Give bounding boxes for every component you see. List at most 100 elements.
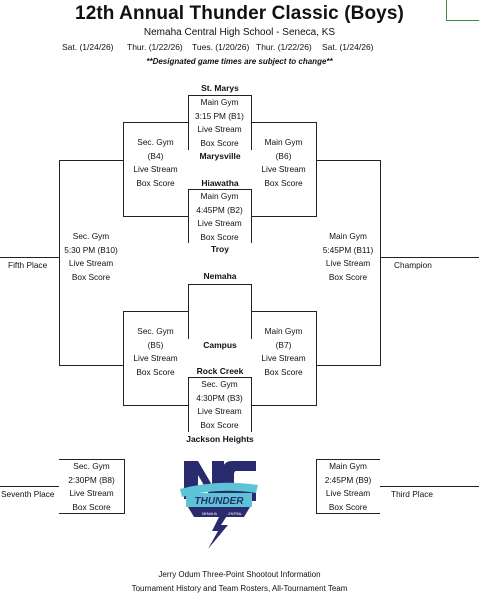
game-b11-live-stream-link[interactable]: Live Stream xyxy=(325,258,371,268)
bracket-line xyxy=(251,216,316,217)
bracket-line xyxy=(251,377,252,432)
nc-thunder-logo-icon: THUNDER NEMAHA CENTRAL xyxy=(178,455,260,550)
game-b11-gym: Main Gym xyxy=(329,231,367,241)
bracket-line xyxy=(251,311,316,312)
game-b9-time: 2:45PM (B9) xyxy=(324,474,372,485)
bracket-line xyxy=(380,486,479,487)
schedule-notice: **Designated game times are subject to c… xyxy=(146,57,333,66)
game-b4-box-score-link[interactable]: Box Score xyxy=(136,177,175,188)
bracket-line xyxy=(380,257,479,258)
game-b8-live-stream-link[interactable]: Live Stream xyxy=(69,488,114,498)
game-b10-gym: Sec. Gym xyxy=(72,231,110,241)
game-b10-box-score-link[interactable]: Box Score xyxy=(71,271,111,282)
bracket-line xyxy=(188,189,189,243)
bracket-line xyxy=(316,365,380,366)
game-b5-live-stream-link[interactable]: Live Stream xyxy=(133,353,178,363)
game-b7-live-stream-link[interactable]: Live Stream xyxy=(261,353,306,363)
game-b3-gym: Sec. Gym xyxy=(201,379,238,389)
game-b6: Main Gym (B6) Live Stream Box Score xyxy=(251,136,316,190)
game-b6-box-score-link[interactable]: Box Score xyxy=(264,177,303,188)
game-b2-live-stream-link[interactable]: Live Stream xyxy=(197,218,242,228)
bracket-line xyxy=(188,95,189,150)
game-b4-live-stream-link[interactable]: Live Stream xyxy=(133,164,178,174)
game-b7-gym: Main Gym xyxy=(264,326,303,336)
game-b5: Sec. Gym (B5) Live Stream Box Score xyxy=(123,325,188,379)
bracket-line xyxy=(123,216,188,217)
game-b10: Sec. Gym 5:30 PM (B10) Live Stream Box S… xyxy=(59,230,123,284)
game-b7-time: (B7) xyxy=(275,339,292,350)
team-nemaha: Nemaha xyxy=(203,271,237,281)
game-b2-time: 4:45PM (B2) xyxy=(196,204,243,215)
bracket-line xyxy=(59,160,60,366)
page-title: 12th Annual Thunder Classic (Boys) xyxy=(75,3,404,24)
game-b2-box-score-link[interactable]: Box Score xyxy=(200,231,239,242)
game-b9-live-stream-link[interactable]: Live Stream xyxy=(325,488,371,498)
game-b3-live-stream-link[interactable]: Live Stream xyxy=(197,406,242,416)
game-b3-time: 4:30PM (B3) xyxy=(196,392,243,403)
page-subtitle: Nemaha Central High School - Seneca, KS xyxy=(143,27,336,38)
bracket-line xyxy=(0,486,59,487)
bracket-line xyxy=(188,189,251,190)
game-b10-live-stream-link[interactable]: Live Stream xyxy=(68,258,114,268)
bracket-line xyxy=(123,122,124,217)
game-b1: Main Gym 3:15 PM (B1) Live Stream Box Sc… xyxy=(188,96,251,150)
label-seventh-place: Seventh Place xyxy=(1,489,55,499)
bracket-line xyxy=(380,160,381,366)
logo-wordmark: THUNDER xyxy=(195,496,245,507)
game-b6-gym: Main Gym xyxy=(264,137,303,147)
bracket-line xyxy=(251,122,316,123)
date-2: Thur. (1/22/26) xyxy=(127,42,183,52)
bracket-line xyxy=(316,160,380,161)
bracket-line xyxy=(124,459,125,514)
tournament-history-link[interactable]: Tournament History and Team Rosters, All… xyxy=(131,584,348,593)
bracket-line xyxy=(316,459,380,460)
bracket-line xyxy=(0,257,59,258)
game-b8-gym: Sec. Gym xyxy=(73,461,110,471)
team-jackson-heights: Jackson Heights xyxy=(186,434,254,444)
bracket-line xyxy=(59,160,123,161)
game-b11: Main Gym 5:45PM (B11) Live Stream Box Sc… xyxy=(316,230,380,284)
date-3: Tues. (1/20/26) xyxy=(192,42,250,52)
bracket-line xyxy=(59,513,124,514)
game-b8-box-score-link[interactable]: Box Score xyxy=(72,501,111,512)
game-b4-gym: Sec. Gym xyxy=(137,137,174,147)
game-b6-time: (B6) xyxy=(275,150,292,161)
label-fifth-place: Fifth Place xyxy=(8,260,48,270)
bracket-line xyxy=(123,122,188,123)
bracket-line xyxy=(188,377,189,432)
team-campus: Campus xyxy=(203,340,237,350)
game-b2-gym: Main Gym xyxy=(200,191,239,201)
bracket-line xyxy=(316,513,380,514)
bracket-line xyxy=(188,284,189,339)
bracket-line xyxy=(59,365,123,366)
game-b5-gym: Sec. Gym xyxy=(137,326,174,336)
logo-left-text: NEMAHA xyxy=(202,512,218,516)
game-b5-box-score-link[interactable]: Box Score xyxy=(136,366,175,377)
game-b10-time: 5:30 PM (B10) xyxy=(64,244,118,255)
team-troy: Troy xyxy=(211,244,229,254)
game-b5-time: (B5) xyxy=(147,339,164,350)
three-point-shootout-link[interactable]: Jerry Odum Three-Point Shootout Informat… xyxy=(158,570,321,579)
game-b3: Sec. Gym 4:30PM (B3) Live Stream Box Sco… xyxy=(188,378,251,432)
team-marysville: Marysville xyxy=(199,151,241,161)
game-b11-box-score-link[interactable]: Box Score xyxy=(328,271,368,282)
date-5: Sat. (1/24/26) xyxy=(322,42,374,52)
game-b1-gym: Main Gym xyxy=(200,97,239,107)
label-champion: Champion xyxy=(394,260,432,270)
game-b1-live-stream-link[interactable]: Live Stream xyxy=(197,124,242,134)
game-b3-box-score-link[interactable]: Box Score xyxy=(200,419,239,430)
team-rock-creek: Rock Creek xyxy=(196,366,244,376)
game-b8: Sec. Gym 2:30PM (B8) Live Stream Box Sco… xyxy=(59,460,124,514)
bracket-line xyxy=(123,405,188,406)
game-b9-box-score-link[interactable]: Box Score xyxy=(328,501,368,512)
bracket-line xyxy=(188,284,251,285)
game-b9-gym: Main Gym xyxy=(329,461,367,471)
game-b2: Main Gym 4:45PM (B2) Live Stream Box Sco… xyxy=(188,190,251,244)
game-b6-live-stream-link[interactable]: Live Stream xyxy=(261,164,306,174)
game-b8-time: 2:30PM (B8) xyxy=(68,474,115,485)
game-b7-box-score-link[interactable]: Box Score xyxy=(264,366,303,377)
team-hiawatha: Hiawatha xyxy=(201,178,239,188)
game-b4-time: (B4) xyxy=(147,150,164,161)
game-b1-box-score-link[interactable]: Box Score xyxy=(200,137,239,148)
game-b4: Sec. Gym (B4) Live Stream Box Score xyxy=(123,136,188,190)
